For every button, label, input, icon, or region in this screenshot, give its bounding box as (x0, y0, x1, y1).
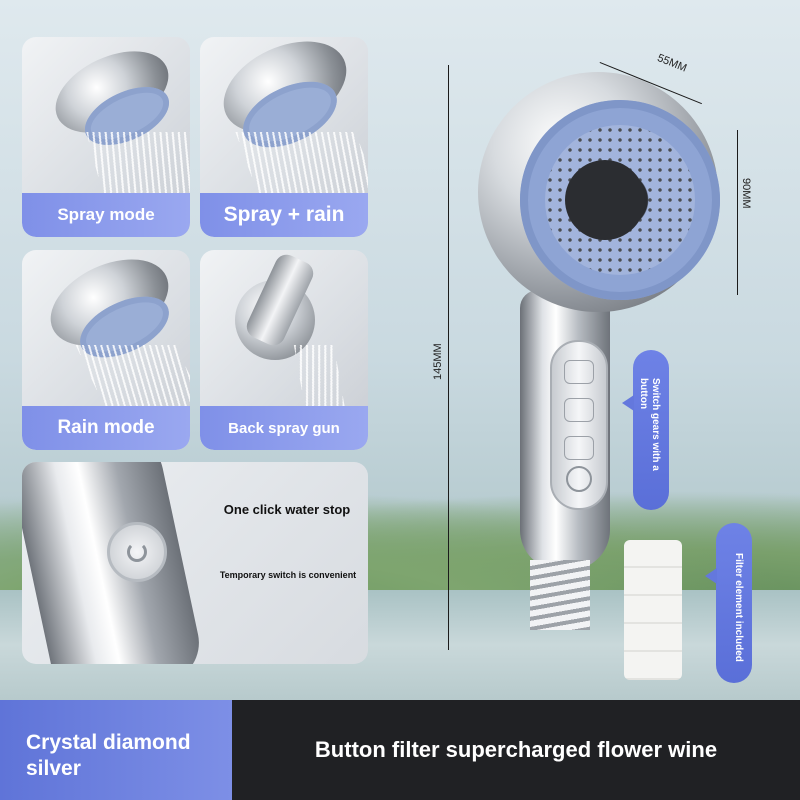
tile-label: Spray + rain (200, 193, 368, 237)
center-nozzle-disc (565, 160, 645, 240)
threaded-hose-connector (530, 560, 590, 630)
tile-water-stop: One click water stop Temporary switch is… (22, 462, 368, 664)
switch-gears-callout: Switch gears with a button (633, 350, 669, 510)
length-dimension-label: 145MM (432, 343, 444, 380)
power-button-icon[interactable] (566, 466, 592, 492)
tile-label: Rain mode (22, 406, 190, 450)
mode-button-3[interactable] (564, 436, 594, 460)
mode-button-2[interactable] (564, 398, 594, 422)
tile-label: Back spray gun (200, 406, 368, 450)
detail-note: Temporary switch is convenient (219, 570, 357, 580)
face-dimension-label: 90MM (740, 178, 752, 209)
filter-cartridge-image (624, 540, 682, 680)
power-button-icon (107, 522, 167, 582)
tile-label: Spray mode (22, 193, 190, 237)
detail-title: One click water stop (223, 502, 351, 517)
callout-text: Filter element included (733, 553, 744, 662)
tile-spray-mode: Spray mode (22, 37, 190, 237)
callout-arrow-icon (705, 568, 717, 584)
mode-button-panel[interactable] (550, 340, 608, 510)
spray-water-image (293, 345, 347, 415)
callout-text: Switch gears with a button (638, 378, 661, 471)
spray-water-image (75, 345, 190, 415)
length-dimension-line (448, 65, 449, 650)
tile-rain-mode: Rain mode (22, 250, 190, 450)
filter-element-callout: Filter element included (716, 523, 752, 683)
tile-back-spray: Back spray gun (200, 250, 368, 450)
product-title: Button filter supercharged flower wine (232, 700, 800, 800)
variant-label: Crystal diamond silver (0, 700, 232, 800)
tile-spray-rain: Spray + rain (200, 37, 368, 237)
width-dimension-label: 55MM (655, 52, 689, 75)
face-dimension-line (737, 130, 738, 295)
callout-arrow-icon (622, 395, 634, 411)
mode-button-1[interactable] (564, 360, 594, 384)
